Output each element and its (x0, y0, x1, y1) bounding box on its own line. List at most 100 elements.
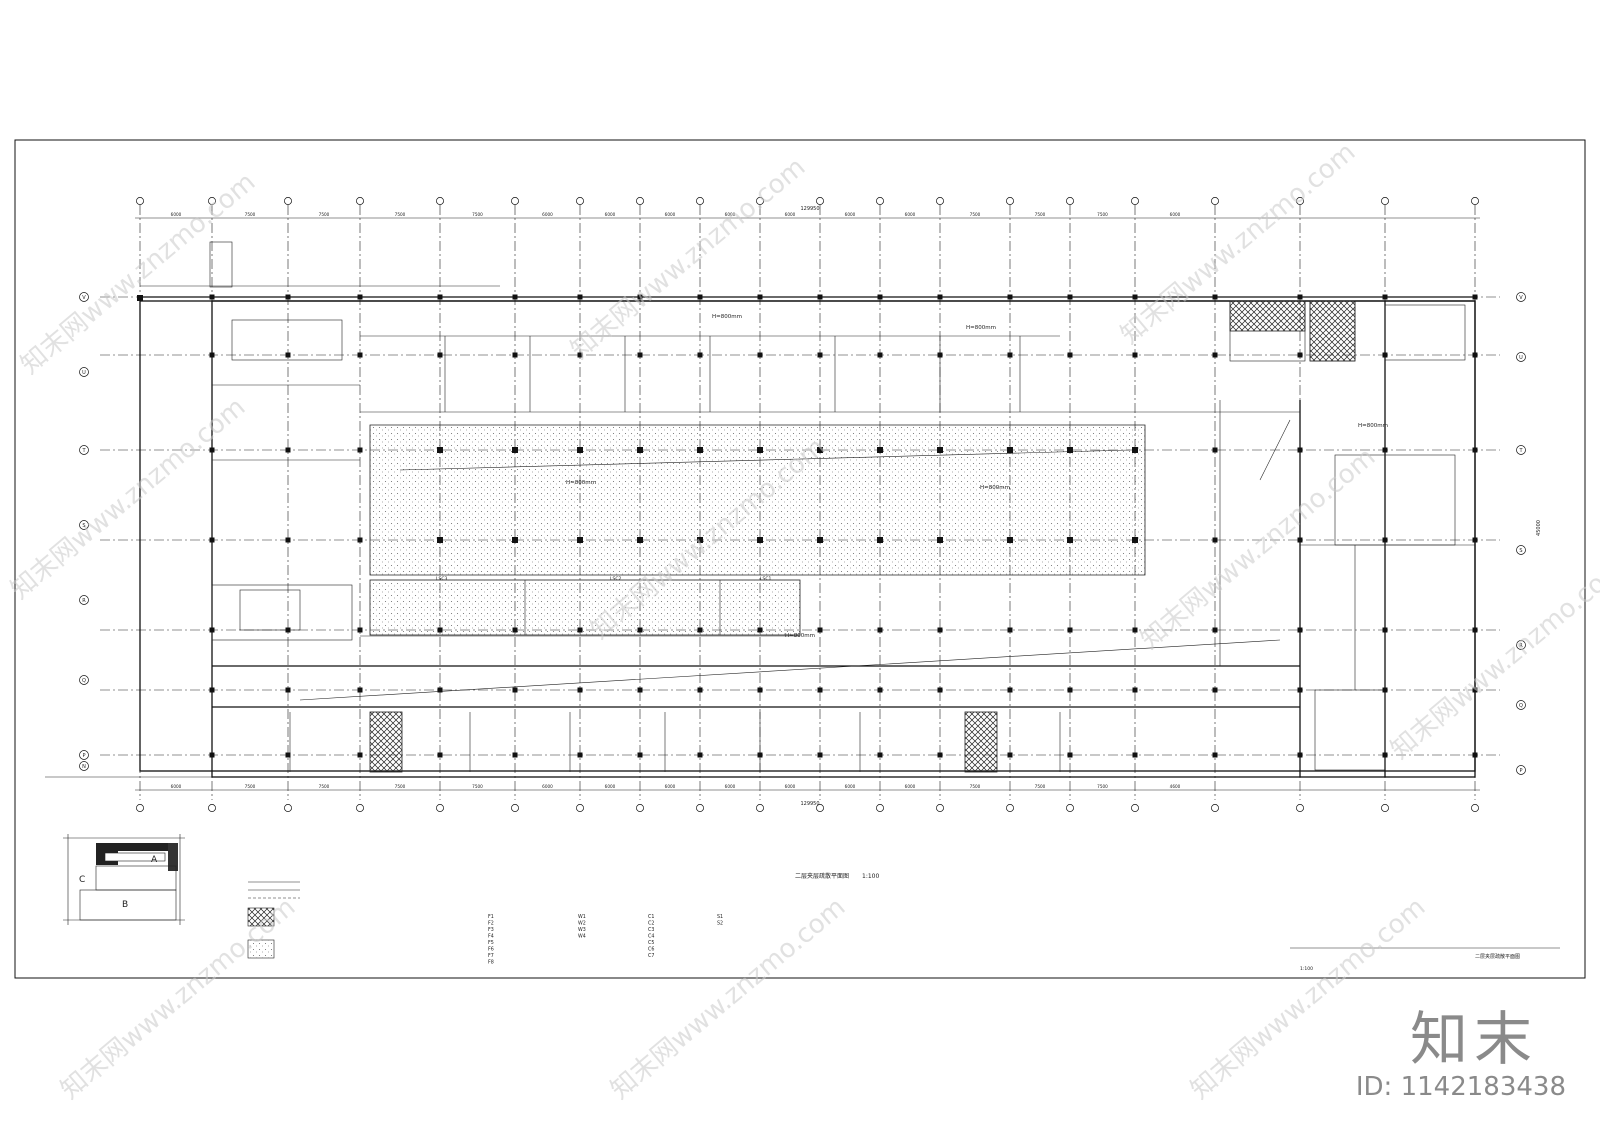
column (357, 352, 363, 358)
column (437, 627, 443, 633)
room-code-lsc1: LSC1 (760, 576, 772, 582)
column (877, 627, 883, 633)
row-axis-bubble-right (1516, 640, 1526, 650)
column (1382, 352, 1388, 358)
column-axis-bubble (1131, 804, 1139, 812)
column (1132, 752, 1138, 758)
bottom-dim-label: 6000 (665, 784, 676, 789)
column-axis-bubble (356, 197, 364, 205)
legend-s-code: S2 (717, 921, 723, 927)
column (437, 447, 443, 453)
column (577, 752, 583, 758)
legend-s-code: S1 (717, 914, 723, 920)
legend-c-code: C7 (648, 953, 654, 959)
column (637, 294, 643, 300)
column-axis-bubble (1006, 197, 1014, 205)
top-dim-label: 6000 (665, 212, 676, 217)
titleblock-scale: 1:100 (1300, 966, 1313, 972)
column (437, 752, 443, 758)
top-dim-label: 6000 (845, 212, 856, 217)
column (1382, 294, 1388, 300)
column-axis-bubble (356, 804, 364, 812)
column (1132, 352, 1138, 358)
document-id: ID: 1142183438 (1355, 1072, 1566, 1102)
column (437, 294, 443, 300)
bottom-dim-label: 4600 (1170, 784, 1181, 789)
column (877, 537, 883, 543)
top-dim-label: 7500 (1035, 212, 1046, 217)
column (209, 352, 215, 358)
row-axis-bubble-right (1516, 545, 1526, 555)
legend-f-code: F1 (488, 914, 494, 920)
top-dim-label: 7500 (1097, 212, 1108, 217)
legend-f-code: F7 (488, 953, 494, 959)
column (757, 627, 763, 633)
column (637, 352, 643, 358)
column (209, 687, 215, 693)
row-axis-bubble-right (1516, 700, 1526, 710)
corridor-note-5: H=800mm (1358, 423, 1388, 429)
column-axis-bubble (696, 804, 704, 812)
row-axis-label-right: T (1518, 448, 1523, 454)
column (577, 352, 583, 358)
row-axis-bubble-left (79, 520, 89, 530)
top-dim-label: 6000 (725, 212, 736, 217)
key-zone-a: A (151, 855, 158, 865)
column (209, 294, 215, 300)
column (1382, 537, 1388, 543)
corridor-note-1: H=800mm (712, 314, 742, 320)
column (757, 352, 763, 358)
column (1007, 752, 1013, 758)
column (1472, 627, 1478, 633)
column (1007, 294, 1013, 300)
column (1212, 752, 1218, 758)
legend-c-code: C1 (648, 914, 654, 920)
column (512, 752, 518, 758)
column (437, 687, 443, 693)
corridor-note-3: H=800mm (566, 480, 596, 486)
column-axis-bubble (756, 804, 764, 812)
column (1297, 294, 1303, 300)
legend-codes: F1F2F3F4F5F6F7F8W1W2W3W4C1C2C3C4C5C6C7S1… (488, 914, 723, 966)
column (1297, 752, 1303, 758)
column (1067, 752, 1073, 758)
column (209, 537, 215, 543)
column (512, 352, 518, 358)
column-axis-bubble (756, 197, 764, 205)
row-axis-bubble-right (1516, 292, 1526, 302)
legend-f-code: F6 (488, 947, 494, 953)
column (1212, 294, 1218, 300)
column (357, 447, 363, 453)
column (285, 687, 291, 693)
column-axis-bubble (284, 197, 292, 205)
column (637, 687, 643, 693)
column (937, 294, 943, 300)
column (877, 447, 883, 453)
hatched-zones (369, 300, 1356, 773)
bottom-dim-label: 7500 (245, 784, 256, 789)
column (817, 447, 823, 453)
partitions (212, 336, 1475, 772)
top-dim-label: 6000 (542, 212, 553, 217)
column (1067, 627, 1073, 633)
column (937, 687, 943, 693)
column-axis-bubble (284, 804, 292, 812)
top-dim-label: 6000 (605, 212, 616, 217)
column (1007, 627, 1013, 633)
column (697, 752, 703, 758)
column-axis-bubble (1211, 197, 1219, 205)
legend-c-code: C6 (648, 947, 654, 953)
column (1067, 447, 1073, 453)
row-axis-bubble-right (1516, 445, 1526, 455)
column (1132, 687, 1138, 693)
corridor-note-6: H=800mm (785, 633, 815, 639)
row-axis-bubble-left (79, 367, 89, 377)
column-axis-bubble (136, 197, 144, 205)
row-axis-bubble-left (79, 292, 89, 302)
top-dim-label: 6000 (1170, 212, 1181, 217)
row-axis-bubble-left (79, 675, 89, 685)
column (697, 687, 703, 693)
legend-f-code: F5 (488, 940, 494, 946)
legend-c-code: C2 (648, 921, 654, 927)
